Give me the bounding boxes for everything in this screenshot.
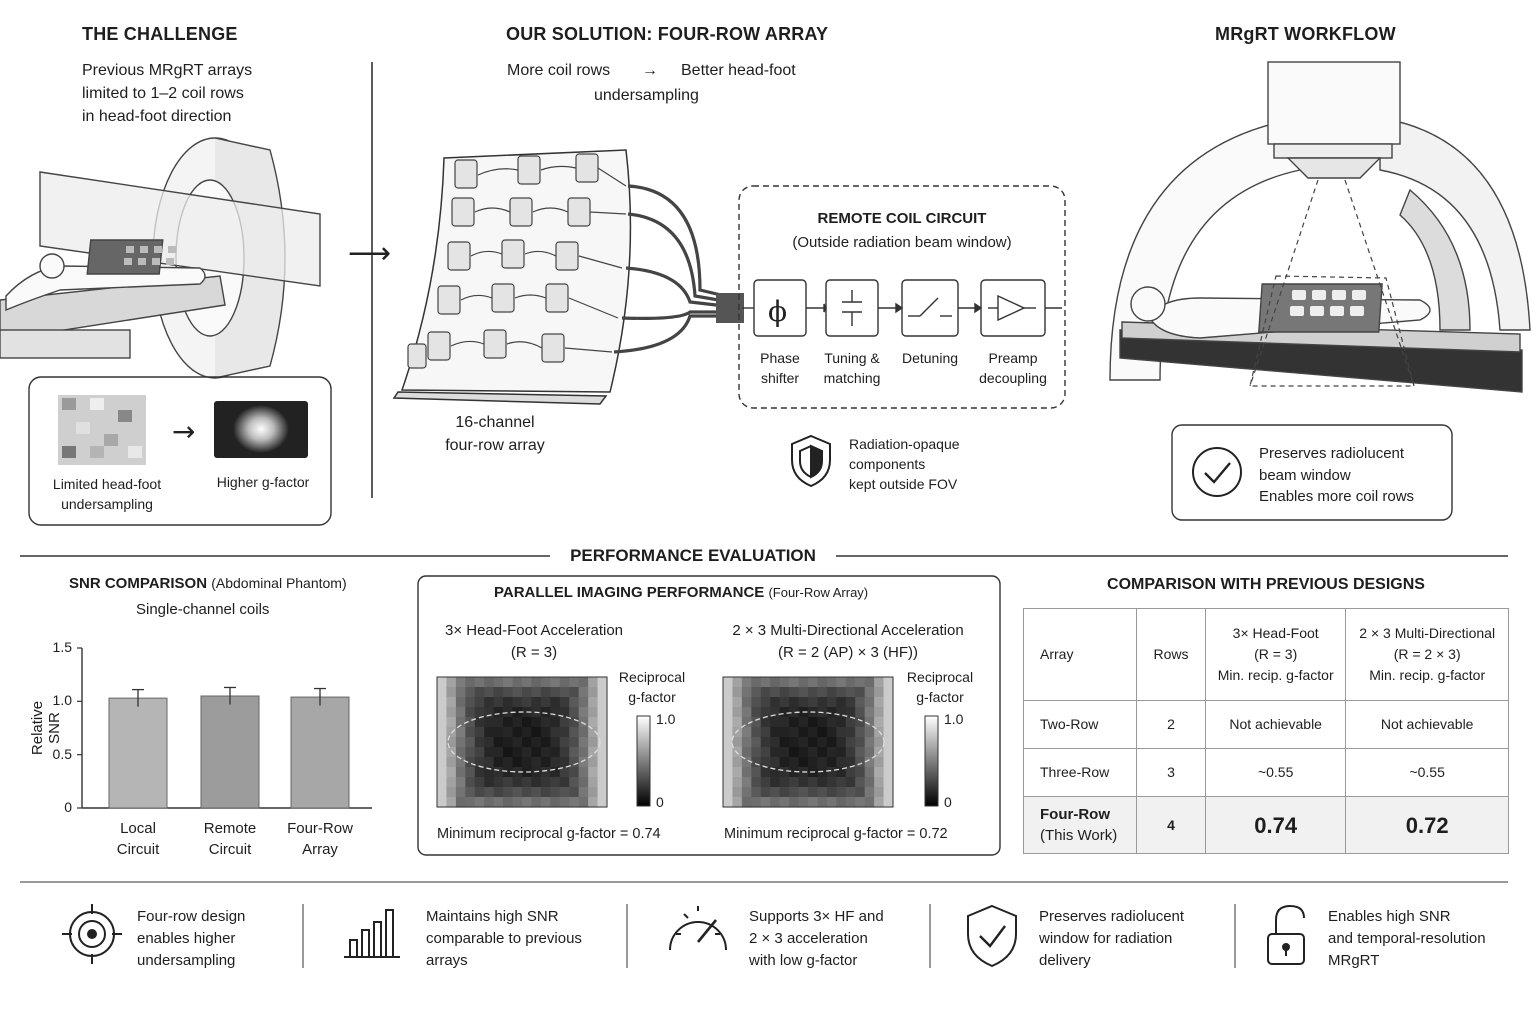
table-row-this-work: Four-Row(This Work) 4 0.74 0.72 xyxy=(1023,796,1509,854)
array-caption: 16-channel four-row array xyxy=(445,414,545,454)
solution-arrow: → xyxy=(642,62,658,79)
parallel-imaging-box xyxy=(417,575,1001,856)
bar-chart-icon xyxy=(344,909,400,958)
header-rows: Rows xyxy=(1136,608,1206,701)
parallel-title: PARALLEL IMAGING PERFORMANCE (Four-Row A… xyxy=(494,584,869,601)
colorbar-hf xyxy=(636,715,651,807)
g-factor-caption: Higher g-factor xyxy=(216,474,310,490)
snr-tick-label: 0.5 xyxy=(52,745,72,762)
workflow-benefits: Preserves radiolucent beam window Enable… xyxy=(1259,445,1415,505)
map-md-min: 0 xyxy=(944,794,952,810)
comparison-title: COMPARISON WITH PREVIOUS DESIGNS xyxy=(1107,576,1425,593)
capacitor-icon xyxy=(825,279,879,337)
map-md-title: 2 × 3 Multi-Directional Acceleration(R =… xyxy=(732,622,964,661)
header-hf: 3× Head-Foot(R = 3)Min. recip. g-factor xyxy=(1204,608,1347,701)
table-row: Three-Row 3 ~0.55 ~0.55 xyxy=(1023,748,1509,797)
unlock-icon xyxy=(1267,904,1305,965)
workflow-title: MRgRT WORKFLOW xyxy=(1215,24,1396,44)
map-md-caption: Minimum reciprocal g-factor = 0.72 xyxy=(724,826,948,842)
challenge-box xyxy=(28,376,332,526)
map-hf-min: 0 xyxy=(656,794,664,810)
g-factor-map-hf xyxy=(436,676,608,808)
map-hf-max: 1.0 xyxy=(656,711,676,727)
solution-title: OUR SOLUTION: FOUR-ROW ARRAY xyxy=(506,24,829,44)
shield-note: Radiation-opaque components kept outside… xyxy=(849,436,960,492)
undersampling-caption: Limited head-foot undersampling xyxy=(52,476,162,512)
snr-bar xyxy=(290,696,350,809)
block-label-detuning: Detuning xyxy=(901,350,959,366)
challenge-description: Previous MRgRT arrays limited to 1–2 coi… xyxy=(82,62,253,125)
switch-icon xyxy=(901,279,959,337)
target-icon xyxy=(62,904,122,964)
workflow-box xyxy=(1171,424,1453,521)
snr-tick-label: 1.5 xyxy=(52,639,72,655)
remote-circuit-title: REMOTE COIL CIRCUIT xyxy=(817,210,987,227)
snr-title: SNR COMPARISON (Abdominal Phantom) xyxy=(69,575,347,592)
table-row: Two-Row 2 Not achievable Not achievable xyxy=(1023,700,1509,749)
map-hf-caption: Minimum reciprocal g-factor = 0.74 xyxy=(437,826,661,842)
header-array: Array xyxy=(1023,608,1137,701)
radiation-shield-icon xyxy=(791,434,831,488)
svg-text:→: → xyxy=(172,415,195,448)
snr-tick-label: 0 xyxy=(64,799,72,815)
solution-sub-right: Better head-foot xyxy=(681,62,796,79)
snr-subtitle: Single-channel coils xyxy=(136,601,270,618)
shield-check-icon xyxy=(967,904,1017,968)
undersampled-image-icon xyxy=(58,395,146,465)
g-factor-map-md xyxy=(722,676,894,808)
performance-title: PERFORMANCE EVALUATION xyxy=(570,546,816,565)
solution-sub-left: More coil rows xyxy=(507,62,611,79)
coil-array-illustration xyxy=(392,149,632,405)
challenge-title: THE CHALLENGE xyxy=(82,24,238,44)
block-label-tuning: Tuning &matching xyxy=(823,350,881,386)
mrgrt-scanner-illustration xyxy=(1109,61,1531,393)
comparison-table: Array Rows 3× Head-Foot(R = 3)Min. recip… xyxy=(1023,608,1509,854)
check-circle-icon xyxy=(1192,447,1242,497)
solution-sub-line2: undersampling xyxy=(594,87,699,104)
colorbar-md xyxy=(924,715,939,807)
gauge-icon xyxy=(669,906,727,951)
header-md: 2 × 3 Multi-Directional(R = 2 × 3)Min. r… xyxy=(1345,608,1509,701)
snr-bar-chart xyxy=(77,647,372,809)
snr-bar xyxy=(200,695,260,809)
map-hf-title: 3× Head-Foot Acceleration(R = 3) xyxy=(444,622,624,661)
phase-symbol: ϕ xyxy=(768,295,787,328)
remote-circuit-subtitle: (Outside radiation beam window) xyxy=(792,234,1012,251)
snr-tick-label: 1.0 xyxy=(52,692,72,709)
mri-scanner-illustration xyxy=(0,137,321,379)
svg-text:⟶: ⟶ xyxy=(348,236,391,271)
remote-coil-circuit-box xyxy=(738,185,1066,409)
map-md-max: 1.0 xyxy=(944,711,964,727)
snr-bar xyxy=(108,697,168,809)
table-header-row: Array Rows 3× Head-Foot(R = 3)Min. recip… xyxy=(1023,608,1509,701)
